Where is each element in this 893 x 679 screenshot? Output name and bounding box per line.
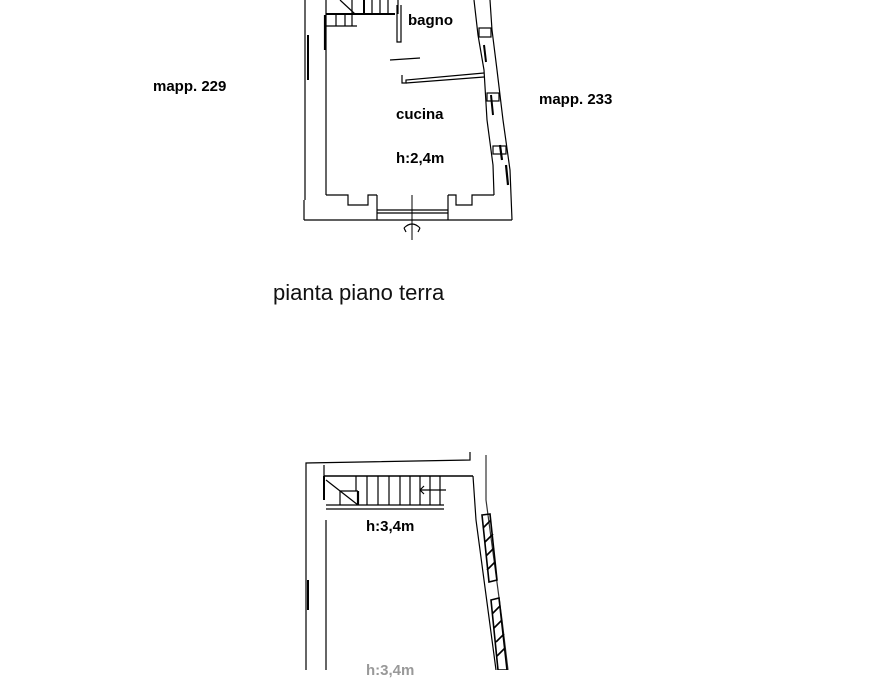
room-label-bagno: bagno — [408, 12, 453, 29]
neighbor-label-left: mapp. 229 — [153, 78, 227, 95]
ground-floor-plan — [303, 0, 513, 240]
upper-floor-height: h:3,4m — [366, 518, 415, 535]
ground-floor-title: pianta piano terra — [273, 280, 445, 305]
upper-floor-partial-label: h:3,4m — [366, 662, 415, 679]
upper-floor-plan — [305, 452, 509, 670]
room-height-cucina: h:2,4m — [396, 150, 445, 167]
room-label-cucina: cucina — [396, 106, 444, 123]
neighbor-label-right: mapp. 233 — [539, 91, 613, 108]
